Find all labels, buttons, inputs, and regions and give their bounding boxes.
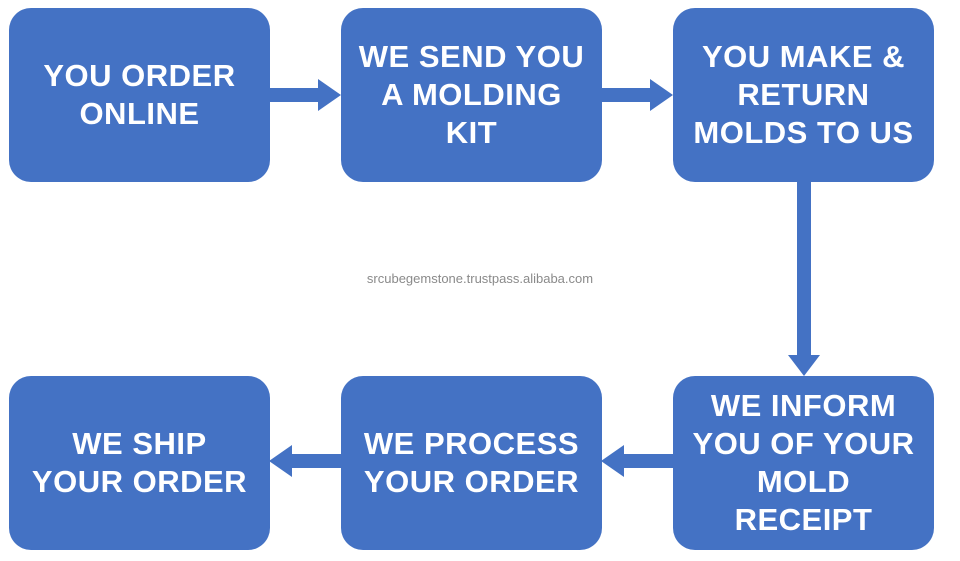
arrow-down-3-to-4 (788, 180, 820, 376)
watermark-text: srcubegemstone.trustpass.alibaba.com (366, 271, 594, 286)
step-label: YOU MAKE & RETURN MOLDS TO US (693, 39, 914, 150)
step-box-we-send-molding-kit: WE SEND YOU A MOLDING KIT (341, 8, 602, 182)
arrow-left-5-to-6 (269, 445, 342, 477)
step-label: YOU ORDER ONLINE (43, 58, 236, 131)
arrow-right-2-to-3 (600, 79, 673, 111)
step-box-we-ship-order: WE SHIP YOUR ORDER (9, 376, 270, 550)
arrow-left-4-to-5 (601, 445, 674, 477)
step-box-you-make-return-molds: YOU MAKE & RETURN MOLDS TO US (673, 8, 934, 182)
step-label: WE PROCESS YOUR ORDER (363, 426, 580, 499)
step-box-we-process-order: WE PROCESS YOUR ORDER (341, 376, 602, 550)
step-box-we-inform-mold-receipt: WE INFORM YOU OF YOUR MOLD RECEIPT (673, 376, 934, 550)
arrow-right-1-to-2 (268, 79, 341, 111)
step-label: WE SHIP YOUR ORDER (31, 426, 248, 499)
step-label: WE INFORM YOU OF YOUR MOLD RECEIPT (692, 388, 915, 537)
step-label: WE SEND YOU A MOLDING KIT (358, 39, 585, 150)
step-box-you-order-online: YOU ORDER ONLINE (9, 8, 270, 182)
